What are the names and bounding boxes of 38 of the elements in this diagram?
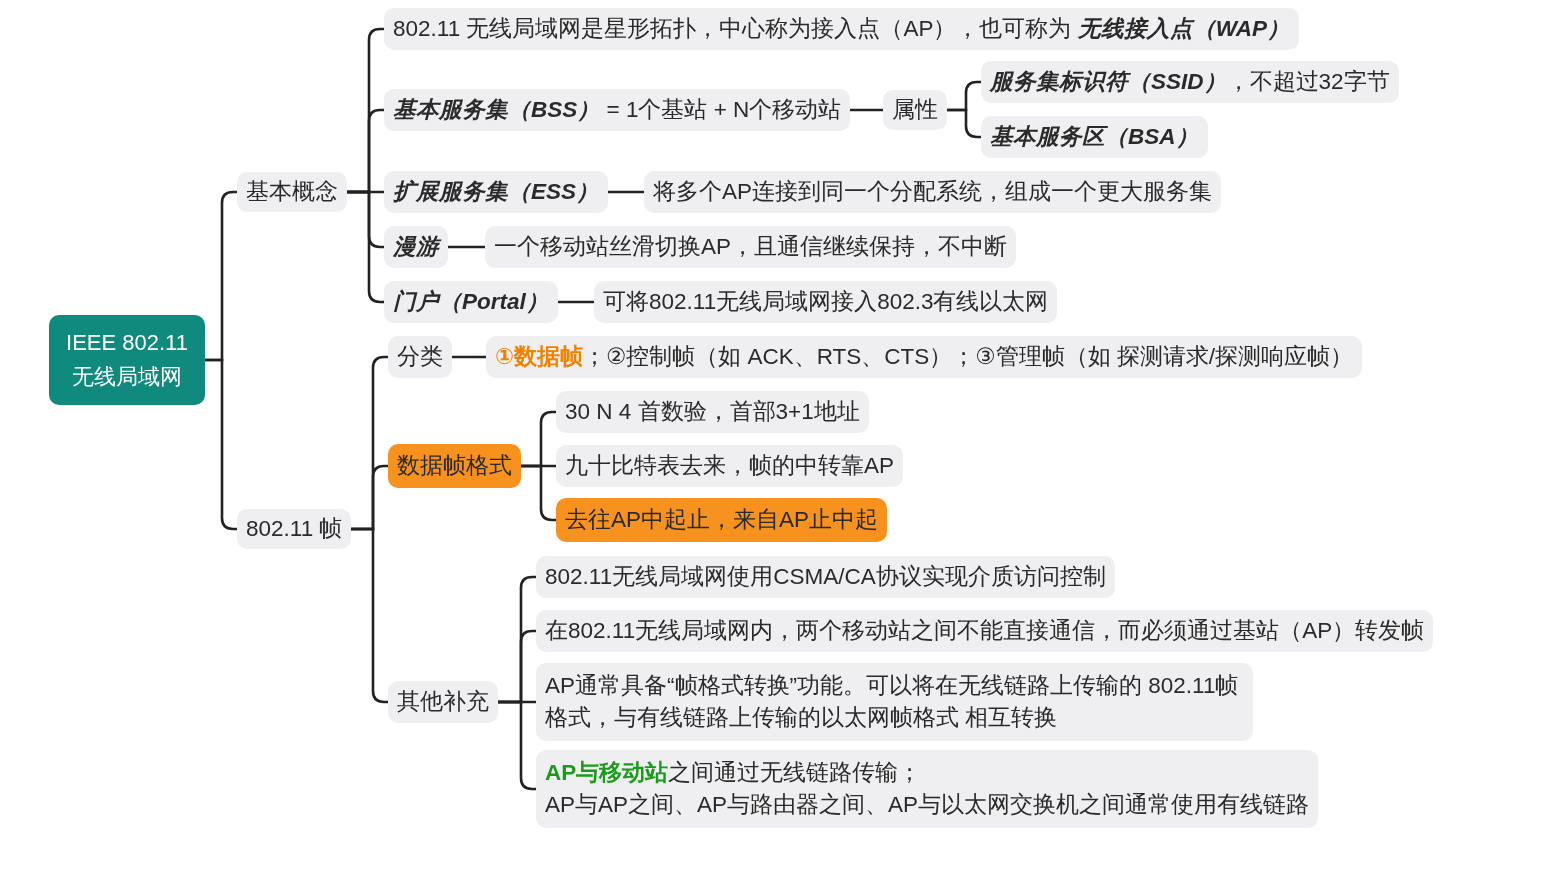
connector-line <box>205 358 237 531</box>
topic-box: 九十比特表去来，帧的中转靠AP <box>556 445 903 487</box>
topic-box: 在802.11无线局域网内，两个移动站之间不能直接通信，而必须通过基站（AP）转发帧 <box>536 610 1434 652</box>
highlighted-topic-box: 数据帧格式 <box>388 444 521 488</box>
topic-box: 将多个AP连接到同一个分配系统，组成一个更大服务集 <box>644 171 1221 213</box>
topic-box: 基本概念 <box>237 172 347 212</box>
topic-box: 一个移动站丝滑切换AP，且通信继续保持，不中断 <box>485 226 1016 268</box>
connector-line <box>351 527 388 704</box>
topic-box: 扩展服务集（ESS） <box>384 171 609 213</box>
connector-line <box>452 355 486 359</box>
topic-box <box>536 750 1319 828</box>
topic-box: 可将802.11无线局域网接入802.3有线以太网 <box>594 281 1058 323</box>
connector-line <box>558 300 594 304</box>
note-text: AP与AP之间、AP与路由器之间、AP与以太网交换机之间通常使用有线链路 <box>545 791 1310 819</box>
connector-line <box>498 700 536 791</box>
connector-line <box>608 190 644 194</box>
topic-box: 服务集标识符（SSID），不超过32字节 <box>981 61 1399 103</box>
topic-box: 30 N 4 首数验，首部3+1地址 <box>556 391 869 433</box>
central-topic-box: IEEE 802.11 无线局域网 <box>49 315 205 405</box>
connector-line <box>347 190 384 304</box>
topic-box: AP通常具备“帧格式转换”功能。可以将在无线链路上传输的 802.11帧格式，与有线链路上传输的以太网帧格式 相互转换 <box>536 663 1253 741</box>
topic-box: 门户（Portal） <box>384 281 558 323</box>
connector-line <box>850 108 883 112</box>
topic-box: 802.11 帧 <box>237 509 352 549</box>
highlighted-topic-box: 去往AP中起止，来自AP止中起 <box>556 498 888 542</box>
topic-box: 漫游 <box>384 226 448 268</box>
topic-box: 其他补充 <box>388 681 498 723</box>
topic-box: ①数据帧；②控制帧（如 ACK、RTS、CTS）；③管理帧（如 探测请求/探测响应帧） <box>486 336 1362 378</box>
note-text: AP与移动站之间通过无线链路传输； <box>545 759 923 787</box>
topic-box: 分类 <box>388 336 452 378</box>
connector-line <box>947 108 981 139</box>
connector-line <box>448 245 485 249</box>
topic-box: 802.11无线局域网使用CSMA/CA协议实现介质访问控制 <box>536 556 1115 598</box>
topic-box: 属性 <box>883 90 947 130</box>
topic-box: 基本服务集（BSS） = 1个基站 + N个移动站 <box>384 89 851 131</box>
topic-box: 基本服务区（BSA） <box>981 116 1208 158</box>
connector-line <box>521 464 556 522</box>
topic-box: 802.11 无线局域网是星形拓扑，中心称为接入点（AP），也可称为 无线接入点（WAP） <box>384 8 1299 50</box>
